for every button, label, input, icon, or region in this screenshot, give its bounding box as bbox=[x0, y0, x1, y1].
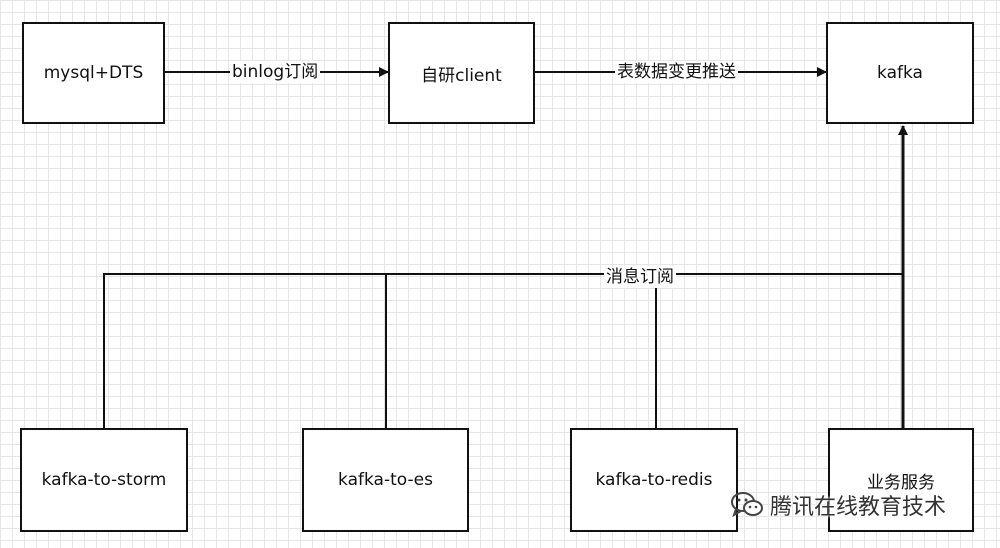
watermark: 腾讯在线教育技术 bbox=[730, 490, 946, 520]
label-table-change-push: 表数据变更推送 bbox=[615, 61, 738, 83]
node-kafka: kafka bbox=[826, 22, 974, 124]
node-self-client: 自研client bbox=[388, 22, 535, 124]
watermark-text: 腾讯在线教育技术 bbox=[770, 495, 947, 520]
node-kafka-to-storm: kafka-to-storm bbox=[20, 428, 188, 532]
node-kafka-to-redis: kafka-to-redis bbox=[570, 428, 738, 532]
edge-storm-subscribe bbox=[103, 273, 903, 428]
label-message-subscribe: 消息订阅 bbox=[604, 266, 676, 288]
label-binlog-subscribe: binlog订阅 bbox=[230, 61, 321, 83]
node-business-service: 业务服务 bbox=[828, 428, 974, 532]
wechat-icon bbox=[730, 491, 764, 519]
node-mysql-dts: mysql+DTS bbox=[22, 22, 165, 124]
node-kafka-to-es: kafka-to-es bbox=[302, 428, 469, 532]
